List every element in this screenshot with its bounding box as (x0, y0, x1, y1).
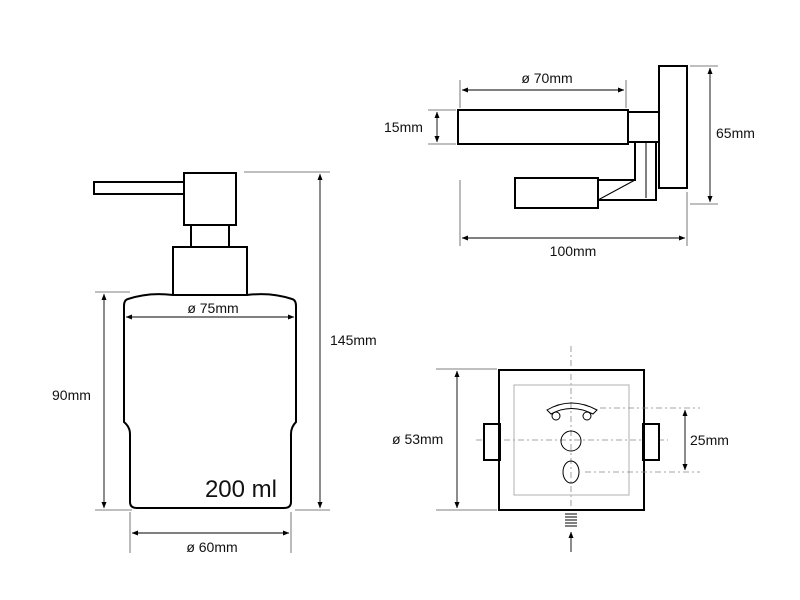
pump-stem (190, 224, 230, 248)
holder-side-view (457, 65, 688, 209)
hanging-slot (546, 402, 598, 415)
pump-collar (172, 246, 248, 296)
front-diameter-label: ø 53mm (392, 431, 443, 447)
wall-plate (658, 65, 688, 189)
body-height-label: 90mm (52, 387, 91, 403)
holder-front-view (476, 346, 668, 552)
total-height-label: 145mm (330, 332, 377, 348)
projection-label: ø 70mm (521, 70, 572, 86)
upper-arm (457, 109, 629, 145)
wall-plate-front (498, 369, 645, 511)
hole-spacing-label: 25mm (690, 432, 729, 448)
bottle-body (123, 293, 297, 509)
pump-head (183, 172, 237, 226)
depth-label: 100mm (550, 243, 597, 259)
top-diameter-label: ø 75mm (187, 300, 238, 316)
dispenser-view: 200 ml (93, 172, 297, 509)
left-clip (483, 423, 501, 461)
bracket-edge (597, 179, 636, 201)
lower-arm (514, 177, 599, 209)
slot-end-right (582, 411, 592, 421)
screw-hole-upper (560, 430, 582, 452)
thickness-label: 15mm (384, 119, 423, 135)
screw-hole-lower (562, 460, 580, 484)
elbow-bracket (597, 141, 657, 201)
plate-inner-outline (513, 384, 630, 496)
height-label: 65mm (716, 125, 755, 141)
front-view-dimensions: ø 53mm 25mm (392, 368, 729, 511)
right-clip (642, 423, 660, 461)
bottom-diameter-label: ø 60mm (186, 539, 237, 555)
pump-nozzle (93, 181, 187, 195)
volume-label: 200 ml (205, 476, 277, 503)
dispenser-dimensions: ø 75mm 90mm 145mm ø 60mm (52, 171, 377, 555)
side-view-dimensions: ø 70mm 15mm 65mm 100mm (384, 65, 755, 259)
arm-connector (627, 111, 660, 143)
slot-end-left (551, 411, 561, 421)
